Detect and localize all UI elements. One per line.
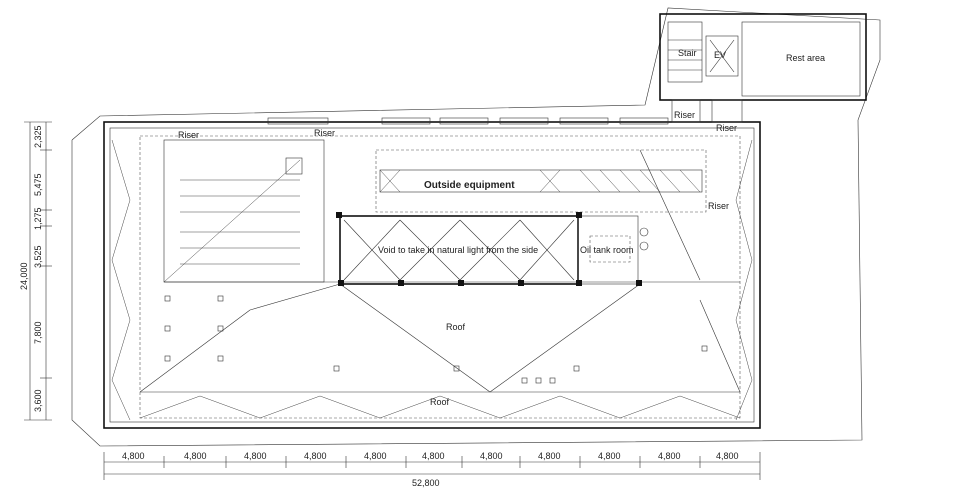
outside-equipment-area — [375, 149, 707, 213]
h-dim-9: 4,800 — [598, 451, 621, 461]
horizontal-dimension-line — [103, 452, 761, 480]
north-louvers — [267, 117, 669, 125]
parapet-line — [139, 135, 741, 419]
riser-label-1: Riser — [178, 130, 199, 140]
perimeter-hips — [111, 139, 753, 421]
v-dim-5: 7,800 — [33, 321, 43, 344]
h-dim-total: 52,800 — [412, 478, 440, 488]
v-dim-6: 3,600 — [33, 389, 43, 412]
riser-label-4: Riser — [716, 123, 737, 133]
ev-label: EV — [714, 50, 726, 60]
h-dim-5: 4,800 — [364, 451, 387, 461]
h-dim-3: 4,800 — [244, 451, 267, 461]
riser-label-2: Riser — [314, 128, 335, 138]
h-dim-4: 4,800 — [304, 451, 327, 461]
h-dim-11: 4,800 — [716, 451, 739, 461]
vertical-dimension-line — [24, 121, 52, 421]
building-inner-outline — [109, 127, 755, 423]
roof-fixtures — [164, 295, 708, 384]
core-tower — [659, 13, 867, 123]
roof-lines — [139, 149, 741, 393]
roof-label-upper: Roof — [446, 322, 466, 332]
riser-label-5: Riser — [708, 201, 729, 211]
h-dim-1: 4,800 — [122, 451, 145, 461]
riser-label-3: Riser — [674, 110, 695, 120]
h-dim-2: 4,800 — [184, 451, 207, 461]
rest-area-label: Rest area — [786, 53, 825, 63]
column-marks — [336, 212, 642, 286]
h-dim-7: 4,800 — [480, 451, 503, 461]
void-label: Void to take in natural light from the s… — [378, 245, 538, 255]
outside-equipment-label: Outside equipment — [424, 180, 515, 191]
v-dim-total: 24,000 — [19, 262, 29, 290]
v-dim-4: 3,525 — [33, 245, 43, 268]
oil-tank-room — [577, 215, 649, 285]
v-dim-2: 5,475 — [33, 173, 43, 196]
duct-grid — [163, 139, 325, 283]
h-dim-6: 4,800 — [422, 451, 445, 461]
site-boundary — [71, 7, 881, 447]
h-dim-10: 4,800 — [658, 451, 681, 461]
h-dim-8: 4,800 — [538, 451, 561, 461]
oil-tank-room-label: Oil tank room — [580, 245, 634, 255]
stair-label: Stair — [678, 48, 697, 58]
v-dim-1: 2,325 — [33, 125, 43, 148]
v-dim-3: 1,275 — [33, 207, 43, 230]
building-outline — [103, 121, 761, 429]
roof-label-lower: Roof — [430, 397, 450, 407]
